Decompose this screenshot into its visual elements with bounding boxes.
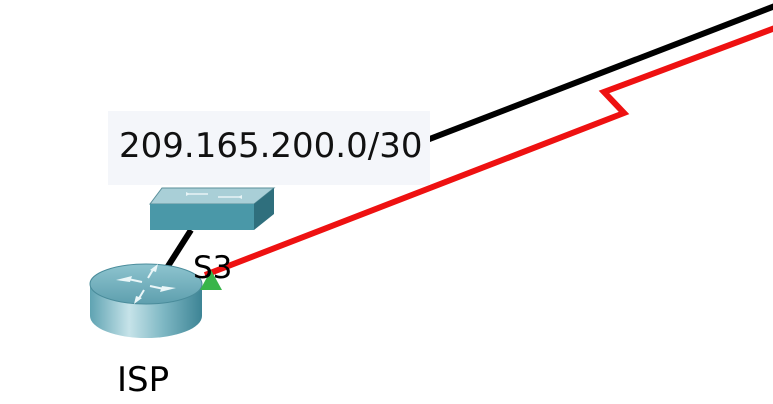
link-black-wan[interactable] <box>425 3 773 143</box>
router-icon[interactable] <box>86 260 206 342</box>
subnet-label[interactable]: 209.165.200.0/30 <box>108 111 430 185</box>
link-serial-red[interactable] <box>203 25 773 278</box>
device-label-isp[interactable]: ISP <box>117 360 170 400</box>
switch-icon[interactable] <box>148 186 276 234</box>
port-label: S3 <box>193 250 233 286</box>
link-up-triangle-icon <box>200 270 222 290</box>
